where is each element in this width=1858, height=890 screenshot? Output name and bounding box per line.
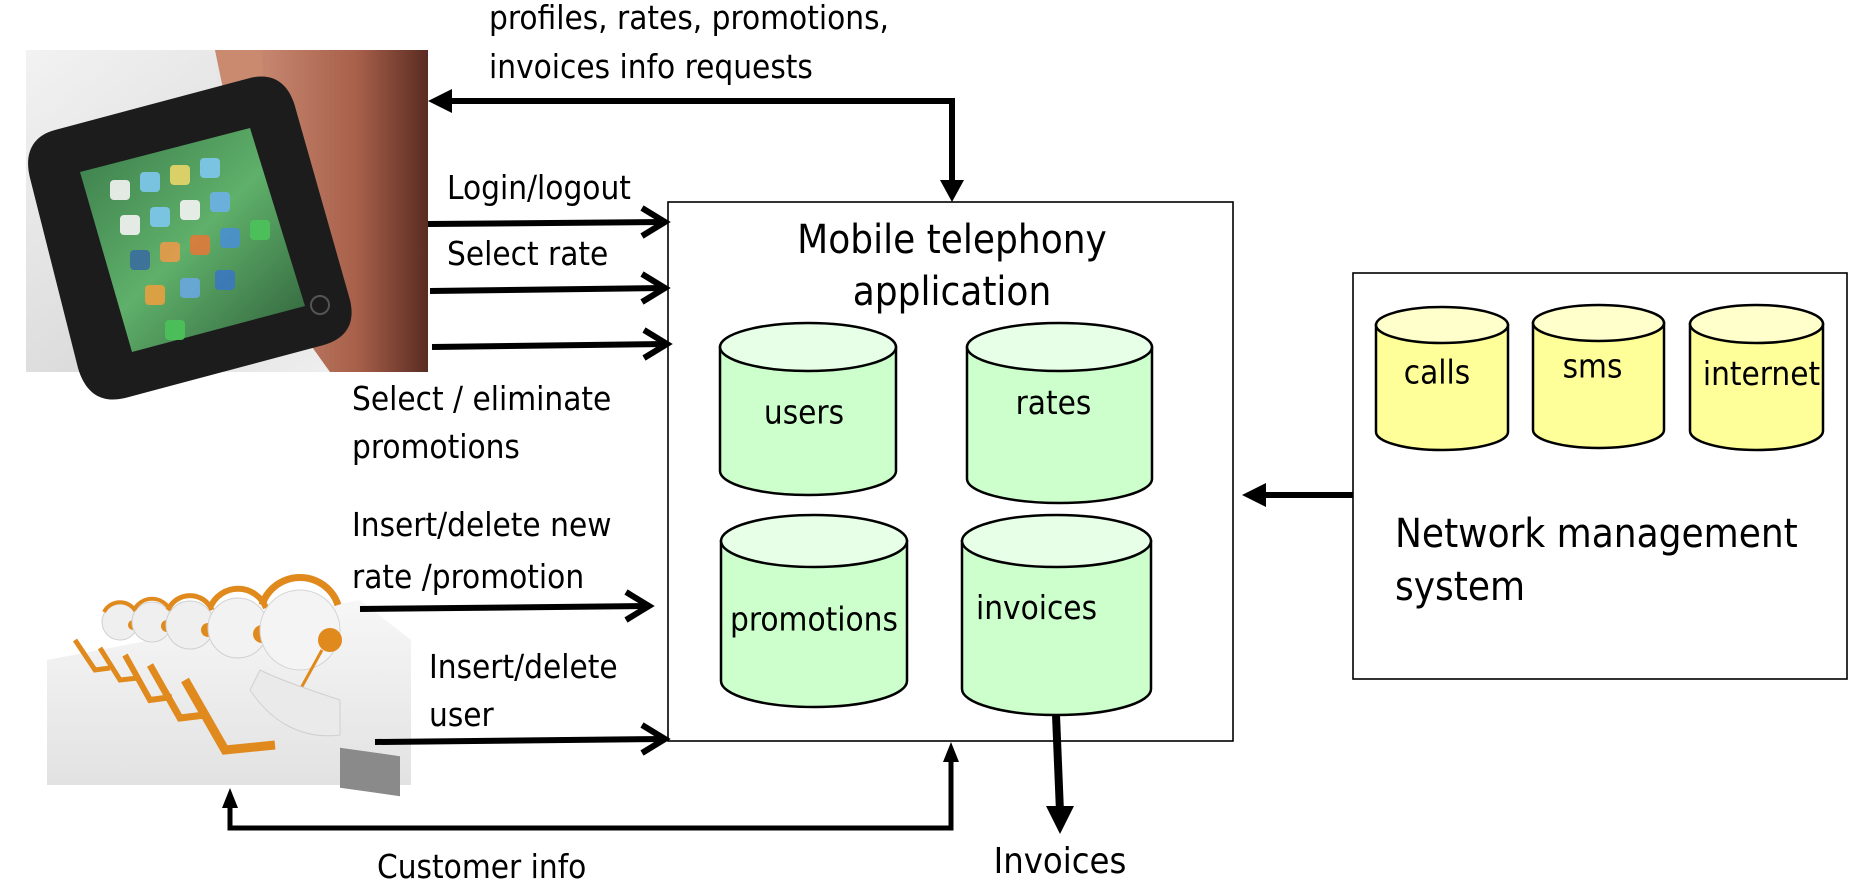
arrowhead-right-icon bbox=[640, 205, 671, 239]
flow-login-logout: Login/logout bbox=[427, 168, 671, 239]
database-cylinder-top bbox=[719, 513, 909, 569]
nms-title-line-2: system bbox=[1395, 564, 1525, 610]
flow-select-rate: Select rate bbox=[429, 234, 671, 305]
select-promotions-label-line-1: Select / eliminate bbox=[352, 379, 611, 418]
flow-invoices-output: Invoices bbox=[994, 714, 1127, 882]
info-requests-label-line-1: profiles, rates, promotions, bbox=[489, 0, 889, 37]
app-title-line-2: application bbox=[853, 269, 1052, 315]
nms-title-line-1: Network management bbox=[1395, 511, 1798, 557]
database-label: rates bbox=[1016, 383, 1092, 422]
database-rates: rates bbox=[965, 321, 1154, 505]
invoices-output-label: Invoices bbox=[994, 841, 1127, 882]
flow-insert-rate-promotion: Insert/delete new rate /promotion bbox=[352, 505, 655, 623]
flow-info-requests: profiles, rates, promotions, invoices in… bbox=[428, 0, 964, 202]
app-databases: users rates promotions invoices bbox=[718, 321, 1154, 717]
database-cylinder-icon bbox=[719, 539, 909, 709]
login-logout-label: Login/logout bbox=[447, 168, 631, 207]
select-promotions-label-line-2: promotions bbox=[352, 427, 520, 466]
database-cylinder-top bbox=[1374, 305, 1510, 345]
database-internet: internet bbox=[1688, 303, 1825, 452]
call-center-image bbox=[47, 493, 411, 797]
database-cylinder-top bbox=[718, 321, 898, 373]
database-invoices: invoices bbox=[960, 513, 1153, 717]
flow-customer-info: Customer info bbox=[222, 742, 959, 886]
insert-rate-promotion-label-line-2: rate /promotion bbox=[352, 557, 584, 596]
database-cylinder-top bbox=[1531, 303, 1666, 343]
smartphone-photo bbox=[26, 50, 428, 400]
database-users: users bbox=[718, 321, 898, 497]
arrowhead-up-icon bbox=[222, 788, 238, 808]
insert-user-label-line-2: user bbox=[429, 695, 495, 734]
database-cylinder-icon bbox=[960, 539, 1153, 717]
database-label: internet bbox=[1703, 354, 1820, 393]
database-cylinder-icon bbox=[965, 345, 1154, 505]
arrowhead-down-icon bbox=[1046, 806, 1074, 834]
flow-insert-user: Insert/delete user bbox=[374, 647, 671, 756]
select-rate-label: Select rate bbox=[447, 234, 608, 273]
database-label: calls bbox=[1404, 353, 1470, 392]
smartphone-icon bbox=[28, 76, 352, 400]
arrowhead-right-icon bbox=[640, 722, 671, 756]
network-databases: calls sms internet bbox=[1374, 303, 1825, 452]
database-cylinder-top bbox=[960, 513, 1153, 569]
database-cylinder-top bbox=[1688, 303, 1825, 345]
database-label: invoices bbox=[976, 588, 1097, 627]
database-cylinder-icon bbox=[1531, 321, 1666, 450]
arrowhead-right-icon bbox=[640, 271, 671, 305]
database-cylinder-icon bbox=[1688, 322, 1825, 452]
flow-select-promotions: Select / eliminate promotions bbox=[352, 327, 673, 466]
arrowhead-right-icon bbox=[624, 589, 655, 623]
arrowhead-right-icon bbox=[642, 327, 673, 361]
call-center-operators-icon bbox=[72, 573, 400, 797]
database-promotions: promotions bbox=[719, 513, 909, 709]
database-cylinder-icon bbox=[1374, 323, 1510, 452]
flow-network-feed bbox=[1242, 483, 1353, 507]
arrowhead-left-icon bbox=[1242, 483, 1266, 507]
database-label: users bbox=[764, 393, 844, 432]
database-sms: sms bbox=[1531, 303, 1666, 450]
insert-user-label-line-1: Insert/delete bbox=[429, 647, 618, 686]
insert-rate-promotion-label-line-1: Insert/delete new bbox=[352, 505, 612, 544]
database-calls: calls bbox=[1374, 305, 1510, 452]
arrowhead-left-icon bbox=[428, 89, 452, 113]
database-cylinder-top bbox=[965, 321, 1154, 373]
database-cylinder-icon bbox=[718, 345, 898, 497]
arrowhead-up-icon bbox=[943, 742, 959, 762]
database-label: sms bbox=[1563, 347, 1623, 386]
app-title-line-1: Mobile telephony bbox=[797, 217, 1107, 263]
database-label: promotions bbox=[730, 600, 898, 639]
arrowhead-down-icon bbox=[940, 180, 964, 202]
info-requests-label-line-2: invoices info requests bbox=[489, 47, 813, 86]
customer-info-label: Customer info bbox=[377, 847, 586, 886]
